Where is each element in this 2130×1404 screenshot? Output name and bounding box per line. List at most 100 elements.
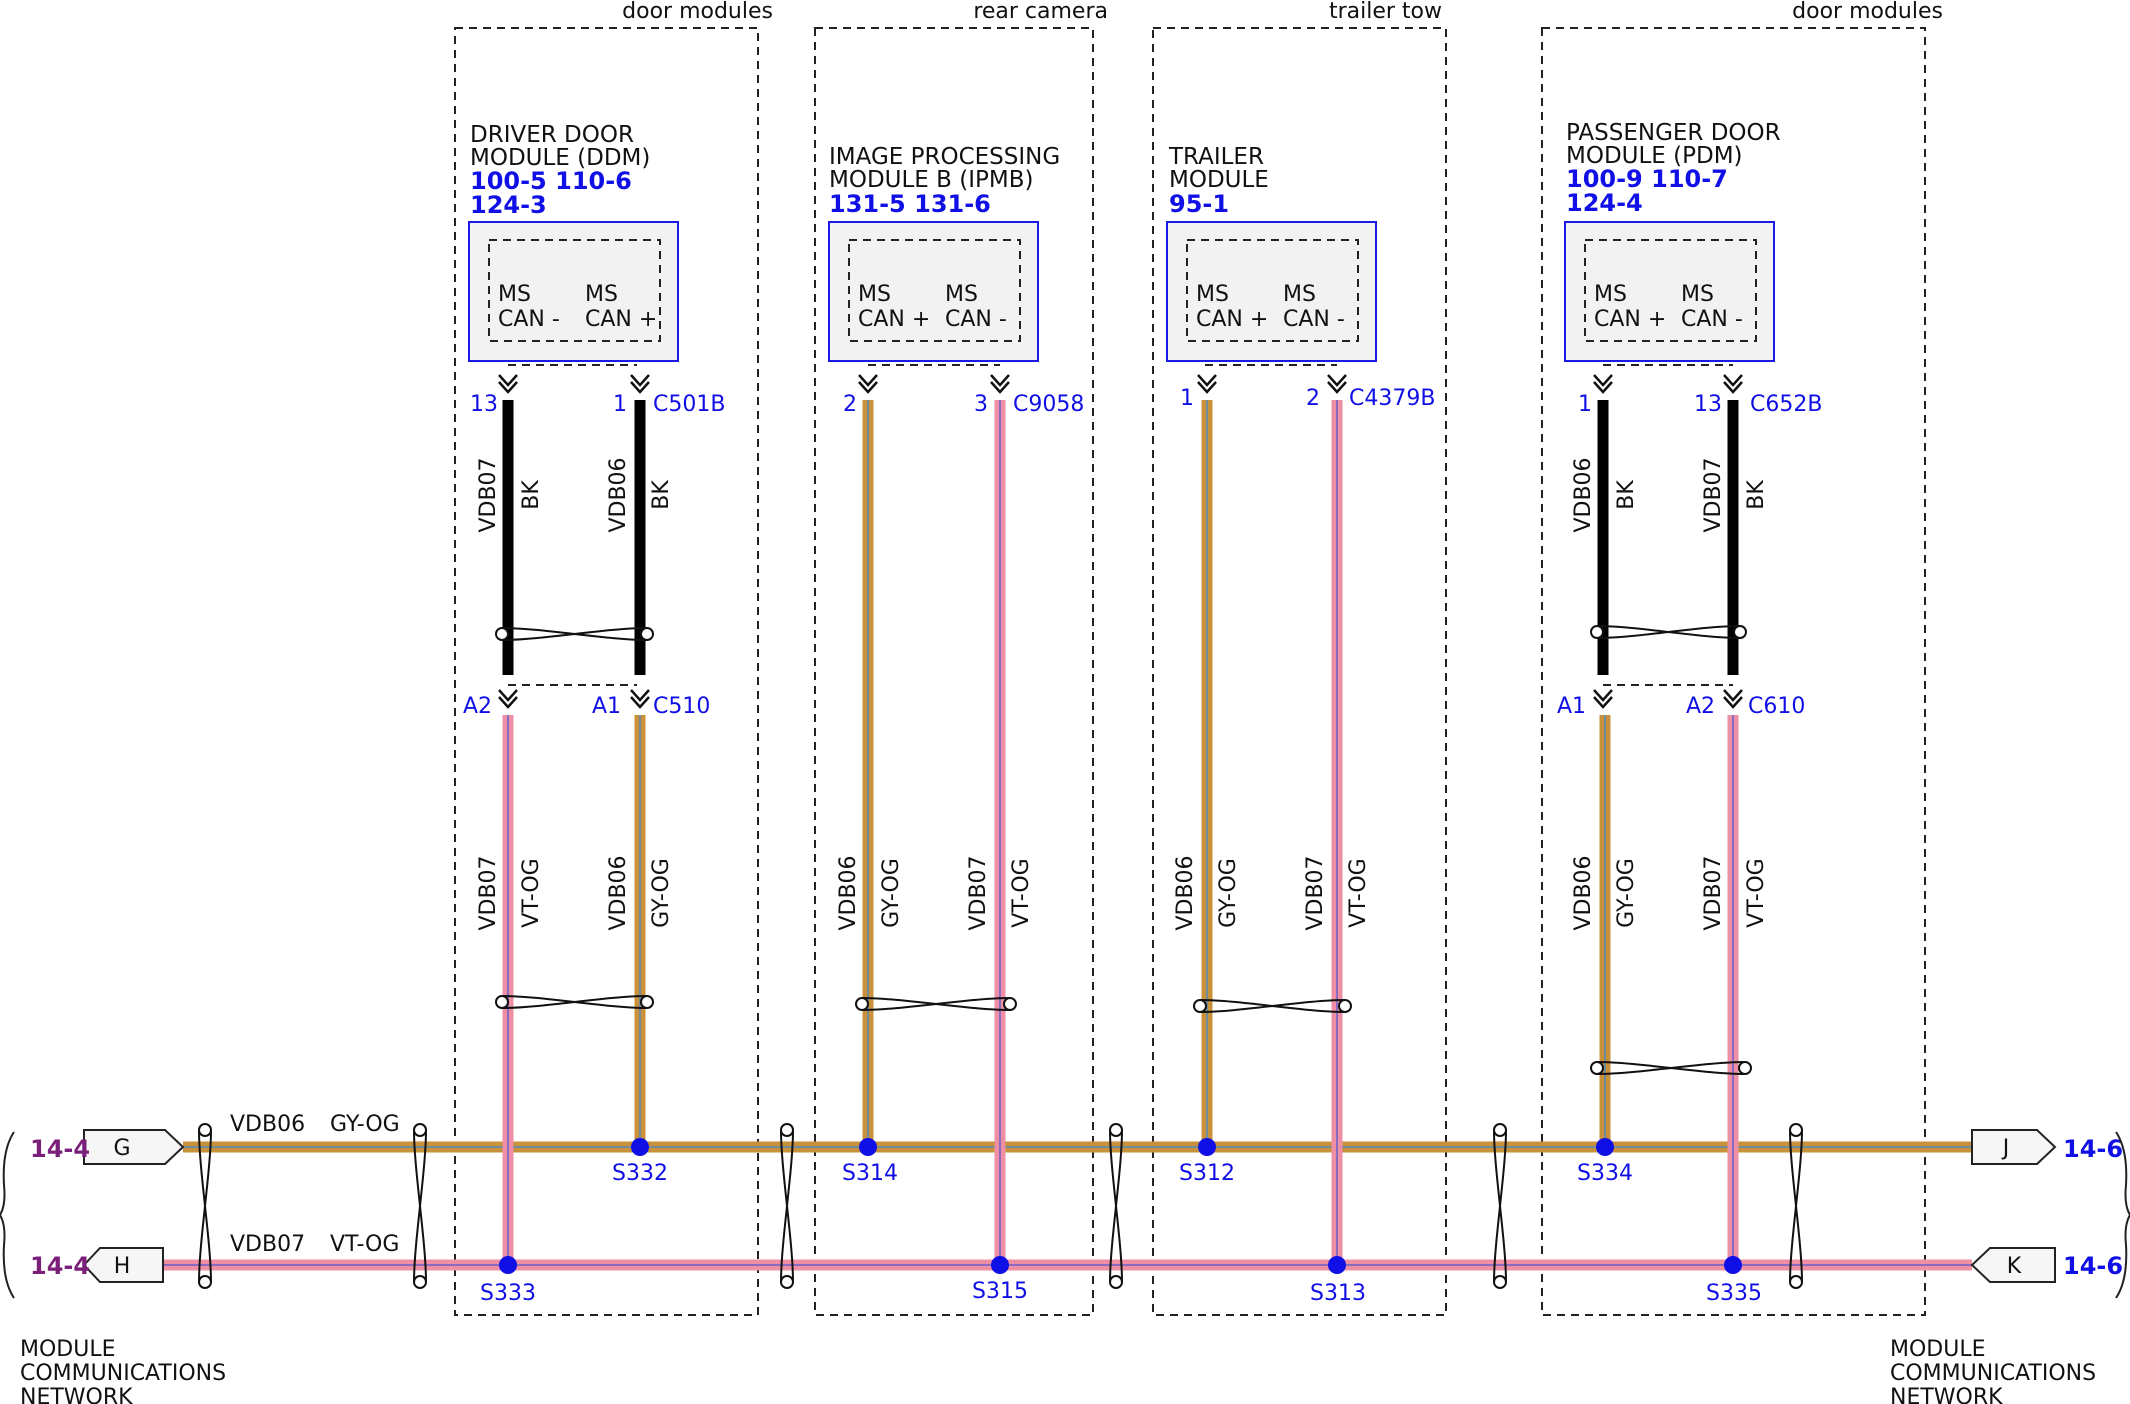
module-box-trailer[interactable]	[1166, 221, 1377, 362]
pin-arrow-7	[1723, 374, 1743, 394]
tab-j[interactable]	[1971, 1129, 2057, 1165]
bus-twist-2	[780, 1129, 794, 1283]
connector-id: C4379B	[1349, 386, 1435, 411]
pin-label: CAN +	[1594, 307, 1666, 332]
network-label: MODULE	[1890, 1337, 1986, 1362]
pin-arrow-0	[498, 374, 518, 394]
pin-number: 13	[470, 392, 498, 417]
lower-twist-ddm-end	[495, 995, 509, 1009]
color-label: BK	[1614, 480, 1639, 510]
bus-circuit-label: VDB07	[230, 1232, 305, 1257]
circuit-label: VDB06	[1173, 855, 1198, 930]
pin-label: CAN -	[1283, 307, 1345, 332]
color-label: VT-OG	[1346, 858, 1371, 927]
circuit-label: VDB07	[966, 855, 991, 930]
connector-id: C652B	[1750, 392, 1822, 417]
bus-twist-0	[198, 1129, 212, 1283]
module-ref: 95-1	[1169, 190, 1229, 218]
pin-number: 1	[1578, 392, 1592, 417]
module-ref: 124-4	[1566, 189, 1643, 217]
splice-s315	[991, 1256, 1009, 1274]
lower-twist-pdm	[1596, 1061, 1746, 1075]
twist-ipmb-end	[1003, 997, 1017, 1011]
pin-arrow-3	[990, 374, 1010, 394]
page-ref[interactable]: 14-4	[30, 1252, 90, 1280]
network-label: COMMUNICATIONS	[20, 1361, 226, 1386]
bus-twist-5-end	[1789, 1123, 1803, 1137]
bus-twist-5	[1789, 1129, 1803, 1283]
module-name: MODULE (DDM)	[470, 145, 650, 171]
zones: door modules rear camera trailer tow doo…	[454, 0, 1943, 1316]
right-brace-icon	[2115, 1131, 2130, 1299]
module-box-pdm[interactable]	[1564, 221, 1775, 362]
page-ref[interactable]: 14-4	[30, 1135, 90, 1163]
pin-numbers: 13 1 C501B 2 3 C9058 1 2 C4379B 1 13 C65…	[463, 386, 1822, 719]
upper-twist-ddm	[501, 627, 648, 641]
splice-label: S335	[1706, 1281, 1762, 1306]
splice-s313	[1328, 1256, 1346, 1274]
pin-label: CAN +	[1196, 307, 1268, 332]
zone-driver-door	[454, 27, 759, 1316]
inline-arrow-1	[630, 689, 650, 709]
color-label: BK	[1744, 480, 1769, 510]
color-label: BK	[649, 480, 674, 510]
pin-number: 2	[1306, 386, 1320, 411]
zone-trailer-tow	[1152, 27, 1447, 1316]
circuit-label: VDB07	[476, 457, 501, 532]
pin-label: MS	[585, 282, 618, 307]
pin-number: A2	[1686, 694, 1715, 719]
twist-trailer	[1199, 999, 1346, 1013]
tab-h[interactable]	[82, 1247, 164, 1283]
page-ref[interactable]: 14-6	[2063, 1135, 2123, 1163]
tab-k[interactable]	[1970, 1247, 2056, 1283]
color-label: VT-OG	[1009, 858, 1034, 927]
lower-twist-ddm-end	[640, 995, 654, 1009]
pin-label: MS	[1594, 282, 1627, 307]
bus-twist-5-end	[1789, 1275, 1803, 1289]
twist-trailer-end	[1338, 999, 1352, 1013]
bus-twist-4	[1493, 1129, 1507, 1283]
module-ref: 124-3	[470, 191, 547, 219]
network-label: NETWORK	[20, 1385, 133, 1404]
pin-arrow-1	[630, 374, 650, 394]
upper-twist-pdm	[1596, 625, 1741, 639]
page-ref[interactable]: 14-6	[2063, 1252, 2123, 1280]
circuit-label: VDB07	[1303, 855, 1328, 930]
inline-arrow-0	[498, 689, 518, 709]
pin-label: MS	[1196, 282, 1229, 307]
network-label: MODULE	[20, 1337, 116, 1362]
tab-label: G	[113, 1136, 130, 1161]
circuit-label: VDB06	[1571, 457, 1596, 532]
bus-twist-3-end	[1109, 1123, 1123, 1137]
bus-color-label: GY-OG	[330, 1112, 400, 1137]
circuit-label: VDB06	[1571, 855, 1596, 930]
module-box-ddm[interactable]	[468, 221, 679, 362]
color-label: GY-OG	[649, 858, 674, 928]
bus-twist-3	[1109, 1129, 1123, 1283]
page-refs: 14-4 14-4 14-6 14-6	[0, 1131, 2130, 1299]
bus-twist-0-end	[198, 1123, 212, 1137]
module-name: TRAILER	[1168, 144, 1264, 170]
tab-g[interactable]	[83, 1129, 185, 1165]
pin-number: A1	[592, 694, 621, 719]
pin-number: A2	[463, 694, 492, 719]
splice-label: S315	[972, 1279, 1028, 1304]
splice-s314	[859, 1138, 877, 1156]
pin-label: CAN -	[498, 307, 560, 332]
pin-number: A1	[1557, 694, 1586, 719]
module-box-ipmb[interactable]	[828, 221, 1039, 362]
pin-arrow-6	[1593, 374, 1613, 394]
bus-twist-1	[413, 1129, 427, 1283]
zone-label: rear camera	[973, 0, 1108, 24]
connector-id: C610	[1748, 694, 1805, 719]
pin-label: CAN +	[858, 307, 930, 332]
bus-twist-2-end	[780, 1275, 794, 1289]
zone-label: door modules	[1792, 0, 1943, 24]
splice-label: S334	[1577, 1161, 1633, 1186]
circuit-label: VDB06	[836, 855, 861, 930]
lower-twist-ddm	[501, 995, 648, 1009]
splice-label: S314	[842, 1161, 898, 1186]
splice-label: S313	[1310, 1281, 1366, 1306]
pin-label: MS	[858, 282, 891, 307]
